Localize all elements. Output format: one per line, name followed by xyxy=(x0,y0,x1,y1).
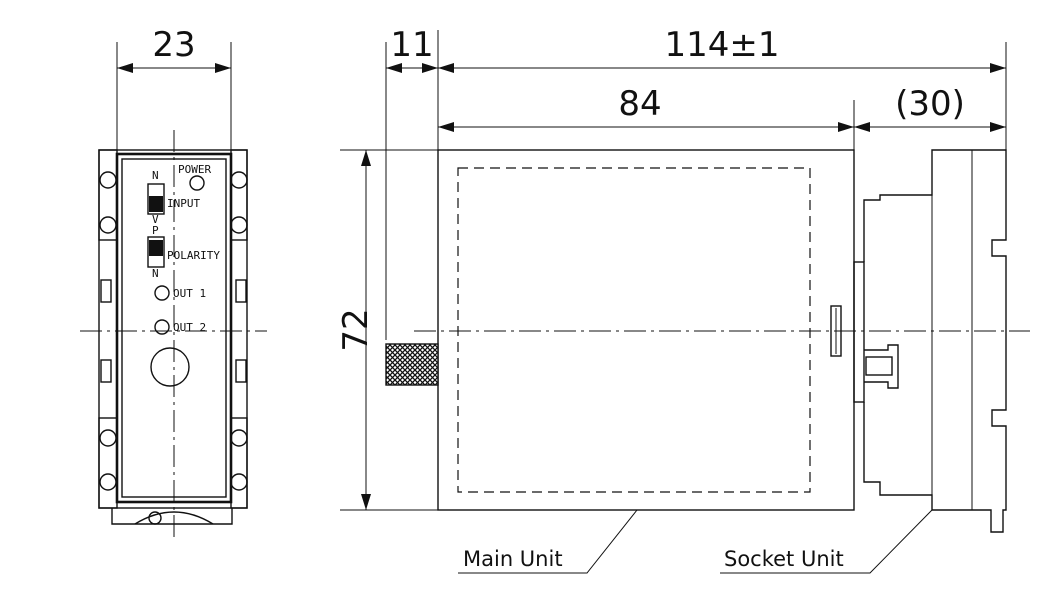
out2-led xyxy=(154,319,170,335)
main-unit-label: Main Unit xyxy=(463,547,563,571)
dim-84-label: 84 xyxy=(618,84,661,124)
adjust-knob xyxy=(150,347,190,387)
polarity-switch-n-label: N xyxy=(152,267,159,280)
power-label: POWER xyxy=(178,163,211,176)
polarity-switch-p-label: P xyxy=(152,224,159,237)
dim-114-label: 114±1 xyxy=(664,25,779,65)
input-label: INPUT xyxy=(167,197,200,210)
polarity-switch xyxy=(147,236,165,268)
input-switch-v-label: V xyxy=(152,213,159,226)
front-view: 23 POWER N INPUT V P xyxy=(80,25,267,540)
knurled-knob xyxy=(385,343,439,386)
out2-label: OUT 2 xyxy=(173,321,206,334)
side-view: 11 114±1 84 (30) 72 xyxy=(336,25,1030,574)
socket-unit-leader xyxy=(720,509,933,574)
main-unit-body xyxy=(437,149,855,511)
out1-led xyxy=(154,285,170,301)
polarity-label: POLARITY xyxy=(167,249,220,262)
dim-11-label: 11 xyxy=(390,25,433,65)
out1-label: OUT 1 xyxy=(173,287,206,300)
dim-23-label: 23 xyxy=(152,25,195,65)
input-switch xyxy=(147,183,165,215)
dim-72-label: 72 xyxy=(336,308,376,351)
main-unit-leader xyxy=(458,509,638,574)
socket-unit-label: Socket Unit xyxy=(724,547,844,571)
power-led xyxy=(189,175,205,191)
dim-30-label: (30) xyxy=(895,84,965,124)
input-switch-n-label: N xyxy=(152,169,159,182)
